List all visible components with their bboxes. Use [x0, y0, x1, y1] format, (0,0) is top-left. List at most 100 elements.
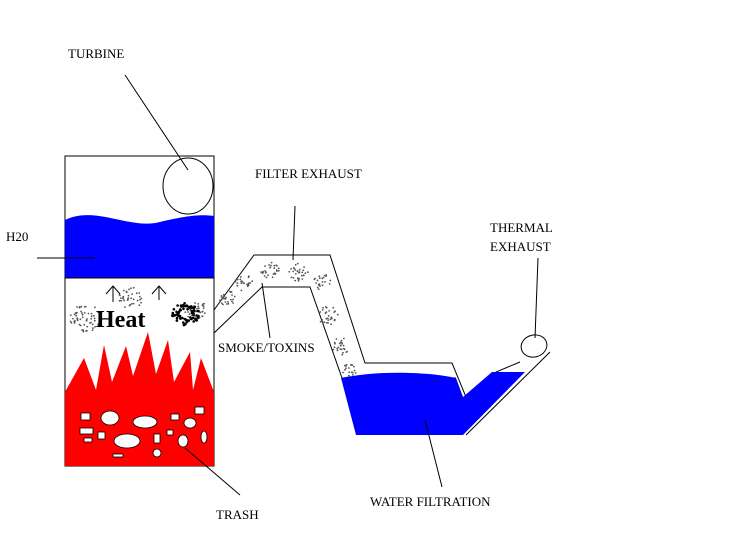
dark-smoke-dot	[172, 314, 175, 317]
smoke-dot	[296, 270, 299, 272]
dark-smoke-dot	[195, 319, 198, 322]
smoke-dot	[139, 298, 142, 301]
smoke-dot	[222, 293, 225, 296]
smoke-dot	[138, 304, 141, 307]
smoke-dot	[223, 295, 226, 298]
turbine-circle	[162, 157, 214, 215]
smoke-dot	[316, 286, 319, 289]
smoke-dot	[122, 297, 124, 299]
smoke-dot	[240, 282, 243, 284]
smoke-dot	[83, 305, 86, 308]
smoke-dot	[301, 278, 304, 280]
dark-smoke-dot	[182, 307, 185, 311]
smoke-dot	[325, 306, 328, 309]
dark-smoke-dot	[179, 308, 183, 312]
label-water-filtration: WATER FILTRATION	[370, 494, 491, 509]
smoke-dot	[80, 305, 83, 308]
smoke-dot	[87, 312, 90, 315]
smoke-dot	[94, 325, 96, 328]
smoke-dot	[324, 281, 326, 283]
smoke-dot	[340, 348, 343, 351]
smoke-dot	[232, 298, 235, 301]
smoke-dot	[321, 309, 324, 311]
smoke-dot	[93, 317, 96, 320]
smoke-dot	[268, 264, 270, 266]
smoke-dot	[223, 297, 226, 300]
smoke-dot	[184, 311, 187, 313]
smoke-dot	[81, 316, 84, 319]
smoke-dot	[290, 276, 293, 279]
dark-smoke-dot	[192, 313, 195, 317]
smoke-dot	[194, 302, 197, 304]
smoke-dot	[325, 317, 328, 320]
smoke-dot	[187, 311, 190, 313]
smoke-dot	[243, 282, 246, 285]
dark-smoke-dot	[183, 304, 187, 308]
smoke-dot	[120, 297, 122, 299]
smoke-dot	[328, 310, 331, 312]
leader-lines	[37, 74, 539, 496]
smoke-dot	[239, 276, 242, 278]
smoke-dot	[76, 306, 78, 308]
smoke-dot	[90, 317, 93, 320]
smoke-dot	[318, 277, 321, 279]
smoke-dot	[290, 268, 292, 270]
dark-smoke-dot	[182, 321, 185, 324]
smoke-dot	[125, 291, 128, 294]
smoke-dot	[132, 298, 135, 301]
smoke-dot	[78, 323, 81, 326]
smoke-dot	[219, 299, 221, 302]
smoke-dot	[247, 276, 250, 279]
smoke-dot	[351, 373, 354, 376]
smoke-dot	[321, 284, 324, 287]
label-heat: Heat	[96, 307, 145, 333]
dark-smoke-dot	[192, 320, 195, 323]
smoke-dot	[136, 299, 139, 302]
smoke-dot	[296, 277, 299, 280]
smoke-dot	[344, 365, 347, 367]
dark-smoke-dot	[177, 312, 180, 315]
smoke-dot	[128, 288, 130, 291]
trash-leader	[184, 447, 241, 496]
dark-smoke-dot	[171, 311, 175, 315]
smoke-dot	[294, 279, 297, 282]
smoke-dot	[348, 367, 350, 369]
smoke-dot	[334, 310, 336, 313]
smoke-dot	[294, 263, 297, 266]
smoke-dot	[303, 266, 305, 268]
water-filtration-leader	[424, 419, 443, 488]
smoke-dot	[328, 283, 331, 285]
smoke-dot	[74, 312, 77, 314]
smoke-dot	[263, 275, 266, 277]
smoke-dot	[345, 363, 348, 366]
smoke-dot	[236, 284, 239, 287]
smoke-dot	[251, 280, 254, 283]
smoke-dot	[197, 305, 200, 308]
smoke-dot	[271, 276, 274, 279]
smoke-dot	[220, 302, 223, 305]
dark-smoke-dot	[192, 309, 195, 312]
dark-smoke-dot	[190, 305, 193, 308]
smoke-dot	[327, 322, 329, 324]
smoke-dot	[294, 273, 297, 275]
smoke-dot	[319, 311, 322, 313]
smoke-dot	[292, 277, 295, 279]
dark-smoke-dot	[190, 311, 194, 315]
smoke-dot	[296, 262, 299, 265]
dark-smoke-dot	[181, 316, 184, 320]
dark-smoke-dot	[195, 314, 198, 317]
smoke-dot	[316, 279, 319, 282]
dark-smoke-dot	[177, 314, 180, 317]
smoke-dot	[298, 268, 301, 271]
smoke-dot	[138, 295, 141, 298]
smoke-dot	[130, 287, 132, 290]
smoke-dot	[336, 349, 339, 352]
label-filter-exhaust: FILTER EXHAUST	[255, 166, 362, 181]
smoke-dot	[319, 320, 322, 323]
smoke-particles	[69, 261, 357, 377]
smoke-dot	[127, 298, 129, 300]
dark-smoke-dot	[183, 302, 186, 305]
smoke-dot	[341, 343, 343, 345]
smoke-dot	[298, 271, 301, 273]
smoke-dot	[197, 303, 200, 305]
